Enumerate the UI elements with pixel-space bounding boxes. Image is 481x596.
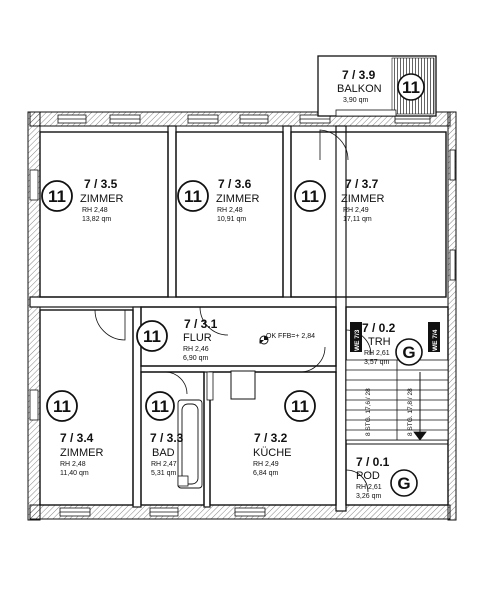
label-bad: 7 / 3.3 BAD RH 2,47 5,31 qm [150,431,184,477]
label-zimmer-34: 7 / 3.4 ZIMMER RH 2,48 11,40 qm [60,431,103,477]
svg-text:11: 11 [48,187,66,206]
svg-text:7 / 0.2: 7 / 0.2 [362,321,396,335]
label-flur: 7 / 3.1 FLUR RH 2,46 6,90 qm [183,317,218,362]
bathtub [177,399,203,489]
svg-text:ZIMMER: ZIMMER [341,193,384,205]
badge-zimmer-36: 11 [177,180,209,212]
svg-text:ZIMMER: ZIMMER [216,193,259,205]
badge-balkon: 11 [397,73,425,101]
svg-text:RH 2,48: RH 2,48 [82,207,108,214]
svg-text:6,84 qm: 6,84 qm [253,470,278,477]
toilet [177,475,189,487]
svg-text:11: 11 [402,78,420,97]
svg-text:7 / 3.4: 7 / 3.4 [60,431,94,445]
stairs-right-label: 8 STG. 17,8 / 28 [407,388,414,436]
svg-text:RH 2,48: RH 2,48 [217,207,243,214]
badge-kueche: 11 [284,390,316,422]
label-zimmer-37: 7 / 3.7 ZIMMER RH 2,49 17,11 qm [341,177,384,223]
svg-text:3,26 qm: 3,26 qm [356,493,381,500]
stairs-left-label: 8 STG. 17,6 / 28 [365,388,372,436]
svg-text:7 / 3.1: 7 / 3.1 [184,317,218,331]
svg-text:7 / 3.7: 7 / 3.7 [345,177,379,191]
svg-text:11: 11 [184,187,202,206]
svg-text:BALKON: BALKON [337,83,382,95]
svg-text:ZIMMER: ZIMMER [60,447,103,459]
svg-text:3,57 qm: 3,57 qm [364,359,389,366]
badge-pod: G [390,469,418,497]
badge-zimmer-37: 11 [294,180,326,212]
windows [29,114,456,517]
svg-text:RH 2,61: RH 2,61 [356,484,382,491]
label-balkon: 7 / 3.9 BALKON 3,90 qm [337,68,382,104]
svg-text:7 / 0.1: 7 / 0.1 [356,455,390,469]
svg-text:11: 11 [301,187,319,206]
svg-text:7 / 3.2: 7 / 3.2 [254,431,288,445]
badge-flur: 11 [136,320,168,352]
svg-text:TRH: TRH [368,336,391,348]
svg-text:13,82 qm: 13,82 qm [82,216,111,223]
svg-text:11,40 qm: 11,40 qm [60,470,89,477]
svg-text:KÜCHE: KÜCHE [253,447,292,459]
badge-bad: 11 [145,391,175,421]
badge-zimmer-35: 11 [41,180,73,212]
svg-text:RH 2,47: RH 2,47 [151,461,177,468]
level-label: OK FFB=+ 2,84 [266,333,315,340]
we-marker-left: WE 7/3 [350,322,362,352]
svg-text:WE 7/3: WE 7/3 [354,329,361,351]
svg-text:11: 11 [151,397,169,416]
svg-text:11: 11 [143,327,161,346]
svg-text:BAD: BAD [152,447,175,459]
svg-text:5,31 qm: 5,31 qm [151,470,176,477]
svg-text:7 / 3.9: 7 / 3.9 [342,68,376,82]
level-marker-icon [259,335,269,345]
svg-text:11: 11 [53,397,71,416]
svg-text:G: G [402,343,415,362]
svg-text:RH 2,48: RH 2,48 [60,461,86,468]
label-trh: 7 / 0.2 TRH RH 2,61 3,57 qm [362,321,396,366]
svg-text:10,91 qm: 10,91 qm [217,216,246,223]
svg-text:7 / 3.3: 7 / 3.3 [150,431,184,445]
label-zimmer-36: 7 / 3.6 ZIMMER RH 2,48 10,91 qm [216,177,259,223]
chimney [230,370,256,400]
badge-trh: G [395,338,423,366]
svg-text:7 / 3.5: 7 / 3.5 [84,177,118,191]
svg-text:WE 7/4: WE 7/4 [432,329,439,351]
svg-text:RH 2,61: RH 2,61 [364,350,390,357]
badge-zimmer-34: 11 [46,390,78,422]
shaft [206,371,214,401]
svg-text:6,90 qm: 6,90 qm [183,355,208,362]
svg-text:FLUR: FLUR [183,332,212,344]
svg-text:11: 11 [291,397,309,416]
svg-text:7 / 3.6: 7 / 3.6 [218,177,252,191]
svg-text:RH 2,46: RH 2,46 [183,346,209,353]
stairs [345,359,449,441]
we-marker-right: WE 7/4 [428,322,440,352]
label-zimmer-35: 7 / 3.5 ZIMMER RH 2,48 13,82 qm [80,177,123,223]
svg-text:G: G [397,474,410,493]
svg-text:3,90 qm: 3,90 qm [343,97,368,104]
svg-text:RH 2,49: RH 2,49 [343,207,369,214]
svg-text:POD: POD [356,470,380,482]
label-pod: 7 / 0.1 POD RH 2,61 3,26 qm [356,455,390,500]
svg-text:17,11 qm: 17,11 qm [343,216,372,223]
svg-text:ZIMMER: ZIMMER [80,193,123,205]
svg-text:RH 2,49: RH 2,49 [253,461,279,468]
label-kueche: 7 / 3.2 KÜCHE RH 2,49 6,84 qm [253,431,292,477]
